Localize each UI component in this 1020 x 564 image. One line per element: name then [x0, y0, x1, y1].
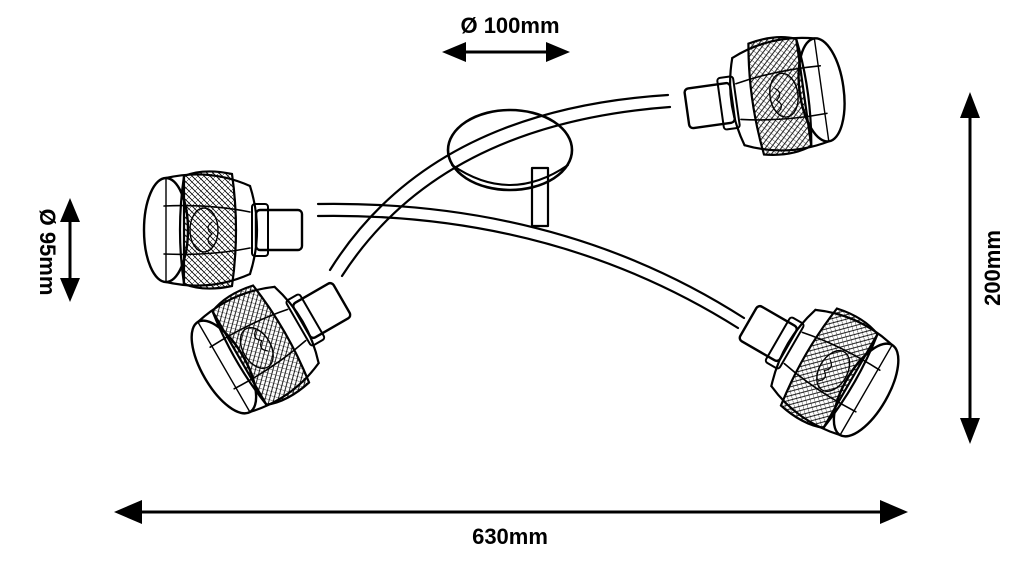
width-arrow — [114, 500, 908, 524]
top-diameter-label: Ø 100mm — [460, 13, 559, 38]
width-label: 630mm — [472, 524, 548, 549]
arm-bottom-right — [316, 202, 746, 330]
left-diameter-label: Ø 95mm — [35, 209, 60, 296]
ceiling-canopy — [446, 108, 574, 228]
lamp-shade-left — [142, 170, 304, 290]
top-diameter-arrow — [442, 42, 570, 62]
left-diameter-arrow — [60, 198, 80, 302]
height-arrow — [960, 92, 980, 444]
arm-top-right — [328, 93, 672, 278]
height-label: 200mm — [980, 230, 1005, 306]
lamp-shade-top-right — [677, 27, 853, 169]
lamp-shade-bottom-right — [717, 270, 916, 453]
